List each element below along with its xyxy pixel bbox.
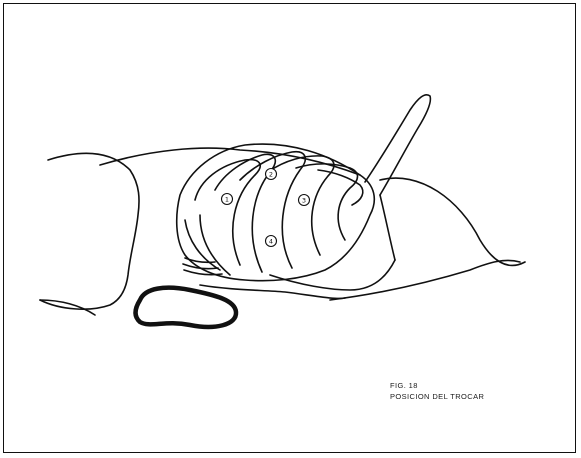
figure-caption: FIG. 18 POSICION DEL TROCAR [390, 380, 484, 402]
body-outline-right [380, 178, 525, 265]
body-outline-left [40, 153, 139, 309]
figure-number: FIG. 18 [390, 380, 484, 391]
trocar-markers [222, 169, 310, 247]
trocar-marker-label-1: 1 [225, 196, 229, 204]
trocar-marker-label-4: 4 [269, 238, 273, 246]
rib-1 [195, 160, 260, 265]
arm-upper [365, 95, 430, 195]
rib-6 [318, 170, 363, 205]
rib-tip-1 [185, 258, 215, 262]
trocar-marker-label-3: 3 [302, 197, 306, 205]
support-pad [135, 288, 236, 327]
arm-inner [380, 195, 395, 260]
figure-title: POSICION DEL TROCAR [390, 391, 484, 402]
body-base-right [330, 260, 520, 300]
rib-tip-3 [184, 270, 222, 275]
arm-lower [270, 260, 395, 290]
trocar-marker-label-2: 2 [269, 171, 273, 179]
